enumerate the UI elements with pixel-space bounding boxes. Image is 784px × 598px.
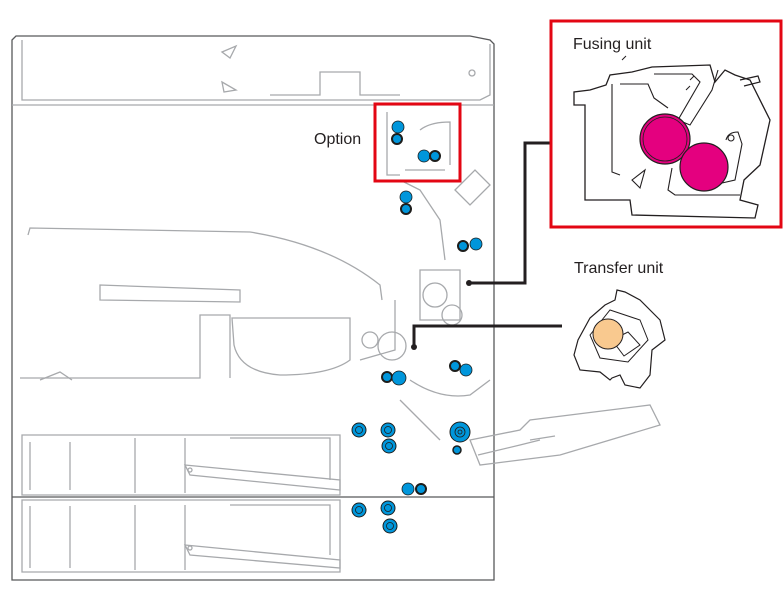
- feed-rollers: [351, 120, 483, 534]
- feed-roller: [459, 363, 473, 377]
- option-label: Option: [314, 131, 362, 148]
- fusing-unit-label: Fusing unit: [573, 36, 652, 53]
- feed-roller: [391, 370, 407, 386]
- fusing-unit-illustration: [573, 55, 771, 219]
- feed-roller-hub: [429, 150, 441, 162]
- printer-body-outline: [11, 35, 661, 581]
- transfer-unit-leader-dot: [411, 344, 417, 350]
- pickup-roller: [351, 422, 367, 438]
- separation-roller: [381, 438, 397, 454]
- feed-roller: [469, 237, 483, 251]
- feed-roller-hub: [449, 360, 461, 372]
- feed-roller-hub: [400, 203, 412, 215]
- feed-roller: [401, 482, 415, 496]
- pickup-roller: [351, 502, 367, 518]
- bypass-separation-roller: [452, 445, 462, 455]
- fusing-unit-leader-line: [469, 141, 553, 285]
- transfer-unit-label: Transfer unit: [574, 260, 664, 277]
- fusing-pressure-roller: [679, 142, 729, 192]
- separation-roller: [382, 518, 398, 534]
- bypass-feed-roller: [449, 421, 471, 443]
- transfer-unit-leader-line: [412, 324, 562, 347]
- feed-roller-hub: [457, 240, 469, 252]
- option-highlight-box: [373, 102, 462, 183]
- feed-roller-hub: [381, 371, 393, 383]
- feed-roller: [417, 149, 431, 163]
- option-inner-outline: [386, 112, 451, 176]
- fusing-heat-roller: [639, 113, 691, 165]
- feed-roller: [380, 422, 396, 438]
- feed-roller-hub: [415, 483, 427, 495]
- feed-roller: [380, 500, 396, 516]
- fusing-unit-leader-dot: [466, 280, 472, 286]
- transfer-roller: [592, 318, 624, 350]
- feed-roller: [391, 120, 405, 134]
- feed-roller: [399, 190, 413, 204]
- transfer-unit-illustration: [573, 289, 666, 389]
- feed-roller-hub: [391, 133, 403, 145]
